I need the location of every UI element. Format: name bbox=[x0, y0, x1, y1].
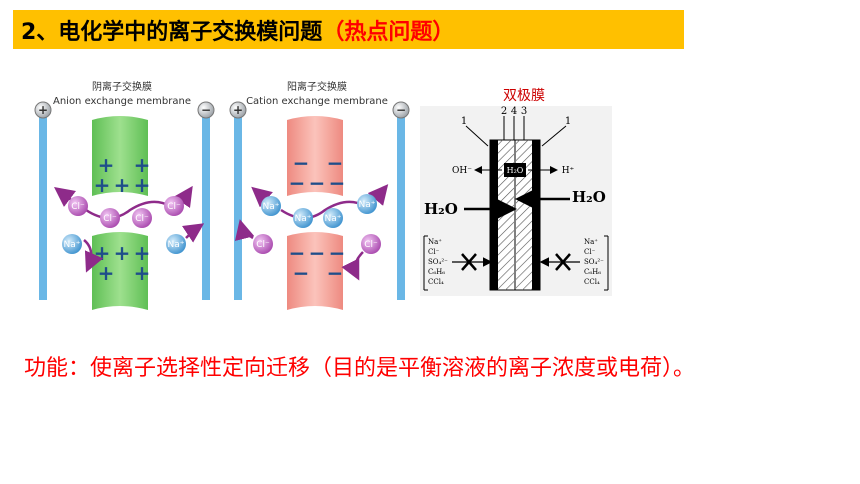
left-h2o: H₂O bbox=[424, 200, 458, 218]
fixed-positive-charge: + bbox=[114, 173, 131, 197]
fixed-negative-charge: − bbox=[327, 261, 344, 285]
cation-negative-electrode bbox=[397, 114, 405, 300]
label-1-right: 1 bbox=[565, 116, 571, 127]
na-ion-label: Na⁺ bbox=[263, 202, 280, 212]
right-ion: Na⁺ bbox=[584, 238, 598, 246]
left-ion-list: Na⁺ Cl⁻ SO₄²⁻ C₆H₆ CCl₄ bbox=[428, 238, 448, 286]
na-ion-label: Na⁺ bbox=[168, 240, 185, 250]
bipolar-title: 双极膜 bbox=[503, 88, 545, 104]
na-ion-label: Na⁺ bbox=[359, 200, 376, 210]
label-3: 3 bbox=[521, 106, 527, 117]
cation-title-cn: 阳离子交换膜 bbox=[287, 80, 347, 93]
cation-membrane-bottom bbox=[287, 232, 343, 310]
anion-title-en: Anion exchange membrane bbox=[53, 96, 191, 107]
cl-ion-label: Cl⁻ bbox=[103, 214, 117, 224]
fixed-positive-charge: + bbox=[98, 153, 115, 177]
fixed-negative-charge: − bbox=[327, 151, 344, 175]
cation-title-en: Cation exchange membrane bbox=[246, 96, 388, 107]
cation-positive-electrode bbox=[234, 114, 242, 300]
center-h2o: H₂O bbox=[507, 166, 524, 175]
oh-ion: OH⁻ bbox=[452, 166, 472, 176]
fixed-negative-charge: − bbox=[289, 241, 306, 265]
cation-membrane-top bbox=[287, 116, 343, 196]
function-description: 功能：使离子选择性定向迁移（目的是平衡溶液的离子浓度或电荷）。 bbox=[24, 356, 696, 381]
right-ion: C₆H₆ bbox=[584, 268, 601, 276]
fixed-positive-charge: + bbox=[98, 261, 115, 285]
label-2: 2 bbox=[501, 106, 507, 117]
left-ion: C₆H₆ bbox=[428, 268, 445, 276]
left-ion: SO₄²⁻ bbox=[428, 258, 448, 266]
cation-negative-terminal bbox=[392, 101, 410, 119]
fixed-negative-charge: − bbox=[293, 261, 310, 285]
fixed-negative-charge: − bbox=[289, 171, 306, 195]
anion-negative-terminal bbox=[197, 101, 215, 119]
fixed-positive-charge: + bbox=[134, 153, 151, 177]
fixed-positive-charge: + bbox=[94, 173, 111, 197]
left-ion: Na⁺ bbox=[428, 238, 442, 246]
right-block-x-icon bbox=[555, 253, 571, 271]
left-ion: Cl⁻ bbox=[428, 248, 440, 256]
fixed-negative-charge: − bbox=[309, 171, 326, 195]
left-block-x-icon bbox=[461, 253, 477, 271]
fixed-negative-charge: − bbox=[293, 151, 310, 175]
fixed-positive-charge: + bbox=[134, 241, 151, 265]
cation-positive-sign: + bbox=[233, 103, 243, 117]
left-ion: CCl₄ bbox=[428, 278, 444, 286]
cation-exchange-panel: 阳离子交换膜 Cation exchange membrane + − − − … bbox=[229, 80, 410, 310]
anion-positive-sign: + bbox=[38, 103, 48, 117]
right-ion: CCl₄ bbox=[584, 278, 600, 286]
bipolar-membrane-panel: 双极膜 1 2 4 3 1 H₂O OH⁻ H⁺ H₂O bbox=[420, 88, 612, 296]
right-ion-list: Na⁺ Cl⁻ SO₄²⁻ C₆H₆ CCl₄ bbox=[584, 238, 604, 286]
cl-ion-label: Cl⁻ bbox=[364, 240, 378, 250]
anion-membrane-bottom bbox=[92, 232, 148, 310]
fixed-positive-charge: + bbox=[114, 241, 131, 265]
h-ion: H⁺ bbox=[562, 166, 575, 176]
right-ion: Cl⁻ bbox=[584, 248, 596, 256]
right-ion: SO₄²⁻ bbox=[584, 258, 604, 266]
anion-negative-electrode bbox=[202, 114, 210, 300]
anion-positive-terminal bbox=[34, 101, 52, 119]
page-title: 2、电化学中的离子交换模问题 bbox=[21, 19, 323, 45]
fixed-negative-charge: − bbox=[329, 241, 346, 265]
fixed-positive-charge: + bbox=[134, 173, 151, 197]
cl-ion-label: Cl⁻ bbox=[71, 202, 85, 212]
anion-negative-sign: − bbox=[201, 103, 211, 117]
fixed-positive-charge: + bbox=[134, 261, 151, 285]
cl-ion-label: Cl⁻ bbox=[135, 214, 149, 224]
cl-ion-label: Cl⁻ bbox=[256, 240, 270, 250]
fixed-negative-charge: − bbox=[329, 171, 346, 195]
na-ion-label: Na⁺ bbox=[64, 240, 81, 250]
anion-membrane-top bbox=[92, 116, 148, 196]
anion-exchange-panel: 阴离子交换膜 Anion exchange membrane + − + + +… bbox=[34, 80, 215, 310]
fixed-negative-charge: − bbox=[309, 241, 326, 265]
label-1-left: 1 bbox=[461, 116, 467, 127]
label-4: 4 bbox=[511, 106, 517, 117]
hot-topic-label: （热点问题） bbox=[322, 19, 455, 45]
title-bar: 2、电化学中的离子交换模问题（热点问题） bbox=[13, 10, 684, 49]
cation-positive-terminal bbox=[229, 101, 247, 119]
right-h2o: H₂O bbox=[572, 188, 606, 206]
anion-title-cn: 阴离子交换膜 bbox=[92, 80, 152, 93]
cation-negative-sign: − bbox=[396, 103, 406, 117]
na-ion-label: Na⁺ bbox=[325, 214, 342, 224]
cl-ion-label: Cl⁻ bbox=[167, 202, 181, 212]
na-ion-label: Na⁺ bbox=[295, 214, 312, 224]
anion-positive-electrode bbox=[39, 114, 47, 300]
membrane-diagram: 阴离子交换膜 Anion exchange membrane + − + + +… bbox=[34, 80, 612, 310]
